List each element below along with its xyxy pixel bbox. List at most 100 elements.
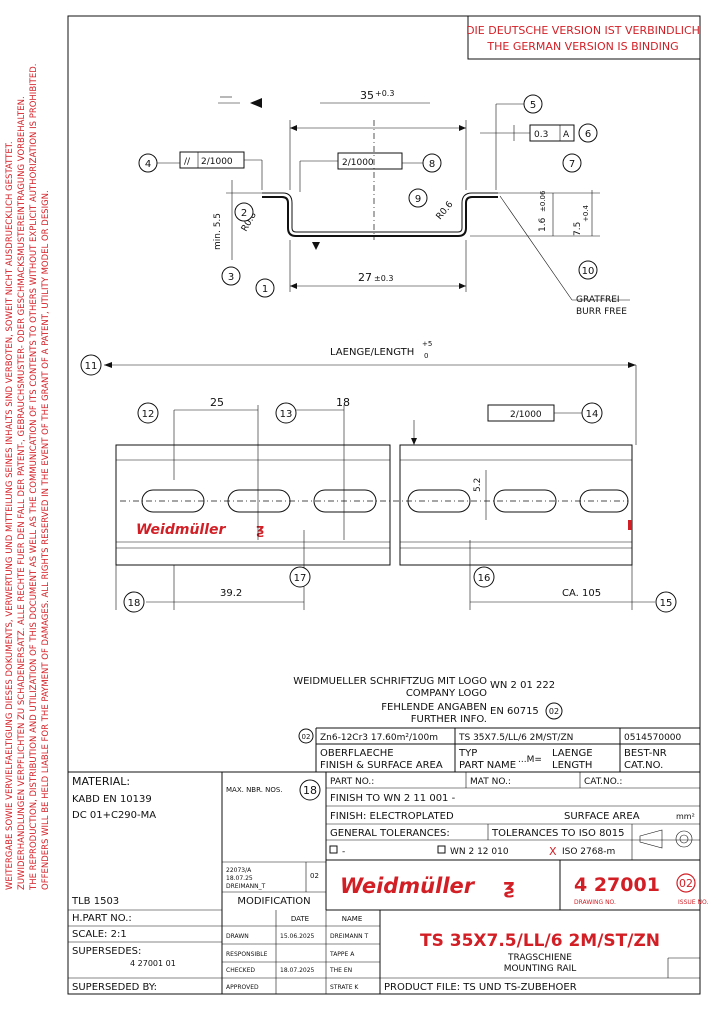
- length-label: LAENGE/LENGTH: [330, 347, 414, 358]
- datum-ref: A: [563, 130, 570, 140]
- drawing-number: 4 27001: [574, 874, 660, 896]
- rail-flatness: 2/1000: [510, 410, 542, 420]
- dim-height-tol: +0.4: [582, 204, 590, 222]
- date-header: DATE: [291, 915, 309, 923]
- logo-note-line1: WEIDMUELLER SCHRIFTZUG MIT LOGO: [293, 676, 487, 687]
- callout-17: 17: [294, 573, 307, 584]
- straightness-value: 2/1000: [342, 158, 374, 168]
- tol-option-2: WN 2 12 010: [450, 847, 509, 857]
- callout-7: 7: [569, 159, 575, 170]
- modification-label: MODIFICATION: [237, 896, 310, 907]
- dim-flange-tol: ±0.06: [539, 190, 547, 212]
- finish-to: FINISH TO WN 2 11 001 -: [330, 793, 456, 804]
- hdr-finish-de: OBERFLAECHE: [320, 748, 394, 759]
- responsible-label: RESPONSIBLE: [226, 951, 268, 958]
- supersedes-value: 4 27001 01: [130, 959, 176, 968]
- callout-4: 4: [145, 159, 151, 170]
- callout-11: 11: [85, 361, 98, 372]
- tol-option-1: -: [342, 847, 345, 857]
- length-tol: +5: [422, 340, 432, 348]
- hdr-cat-de: BEST-NR: [624, 748, 667, 759]
- dim-inner-tol: ±0.3: [374, 274, 393, 283]
- material-label: MATERIAL:: [72, 775, 130, 788]
- part-no-label: PART NO.:: [330, 777, 374, 787]
- checked-date: 18.07.2025: [280, 967, 315, 974]
- drawn-label: DRAWN: [226, 933, 249, 940]
- hdr-type-de: TYP: [458, 748, 477, 759]
- part-table-catno: 0514570000: [624, 733, 682, 743]
- burr-label-de: GRATFREI: [576, 295, 620, 305]
- dim-slot-length: 18: [336, 396, 350, 409]
- length-tol-low: 0: [424, 352, 428, 360]
- dim-width: 35: [360, 89, 374, 102]
- dim-right-offset: CA. 105: [562, 588, 601, 599]
- material-1: KABD EN 10139: [72, 794, 152, 805]
- dim-min-width: min. 5.5: [213, 213, 223, 250]
- callout-15: 15: [660, 598, 673, 609]
- dim-width-tol: +0.3: [375, 89, 394, 98]
- tolerance-value: 0.3: [534, 130, 548, 140]
- issue-label: ISSUE NO.: [678, 899, 708, 906]
- dim-height: 7.5: [573, 222, 583, 236]
- approved-label: APPROVED: [226, 984, 259, 991]
- logo-note-line2: COMPANY LOGO: [406, 688, 487, 699]
- name-header: NAME: [342, 915, 363, 923]
- dim-pitch: 25: [210, 396, 224, 409]
- rail-logo: Weidmüller: [136, 522, 227, 538]
- profile-outline: [262, 196, 498, 237]
- logo-note-ref: WN 2 01 222: [490, 680, 555, 691]
- svg-text:ƺ: ƺ: [256, 522, 264, 538]
- drawing-frame: [67, 15, 701, 995]
- dim-flange: 1.6: [538, 217, 548, 232]
- approved-name: STRATE K: [330, 984, 359, 991]
- hdr-type-en: PART NAME: [459, 760, 516, 771]
- callout-8: 8: [429, 159, 435, 170]
- svg-text:X: X: [549, 845, 557, 858]
- mat-no-label: MAT NO.:: [470, 777, 511, 787]
- part-table: 02 Zn6-12Cr3 17.60m²/100m TS 35X7.5/LL/6…: [298, 727, 700, 773]
- drawing-title: TS 35X7.5/LL/6 2M/ST/ZN: [420, 931, 660, 951]
- hdr-length-en: LENGTH: [552, 760, 592, 771]
- binding-notice-en: THE GERMAN VERSION IS BINDING: [486, 40, 678, 53]
- title-logo: Weidmüller: [340, 874, 476, 898]
- hdr-length-de: LAENGE: [552, 748, 593, 759]
- profile-section-view: 35 +0.3 2 7 ±0.3 min. 5.5 1.6 ±0.06 7.5 +…: [138, 89, 630, 317]
- mod-date: 18.07.25: [226, 875, 253, 882]
- callout-18: 18: [128, 598, 141, 609]
- dim-slot-width: 5.2: [473, 478, 483, 492]
- logo-note-line3: FEHLENDE ANGABEN: [381, 702, 487, 713]
- product-file: PRODUCT FILE: TS UND TS-ZUBEHOER: [384, 982, 577, 993]
- general-tol: GENERAL TOLERANCES:: [330, 828, 450, 839]
- hdr-dots: ...M=: [518, 755, 542, 765]
- callout-13: 13: [280, 409, 293, 420]
- tol-option-3: ISO 2768-m: [562, 847, 615, 857]
- title-block: MATERIAL: KABD EN 10139 DC 01+C290-MA MA…: [68, 771, 708, 994]
- logo-note-ref2: EN 60715: [490, 706, 539, 717]
- callout-16: 16: [478, 573, 491, 584]
- callout-14: 14: [586, 409, 599, 420]
- legal-notice-line4: OFFENDERS WILL BE HELD LIABLE FOR THE PA…: [41, 190, 51, 890]
- svg-text:ƺ: ƺ: [503, 874, 515, 898]
- callout-bubbles: 1 2 3 4 5 6 7 8 9 10: [138, 94, 598, 298]
- legal-notice: WEITERGABE SOWIE VERVIELFAELTIGUNG DIESE…: [5, 64, 51, 891]
- subtitle-en: MOUNTING RAIL: [504, 964, 577, 974]
- hpart-label: H.PART NO.:: [72, 913, 132, 924]
- mod-code: 22073/A: [226, 867, 252, 874]
- drawn-date: 15.06.2025: [280, 933, 315, 940]
- logo-note-line4: FURTHER INFO.: [411, 714, 487, 725]
- surface-unit: mm²: [676, 812, 695, 821]
- callout-10: 10: [582, 266, 595, 277]
- callout-2: 2: [241, 208, 247, 219]
- mod-rev: 02: [310, 872, 319, 880]
- surface-area: SURFACE AREA: [564, 811, 640, 822]
- callout-6: 6: [585, 129, 591, 140]
- radius-inner: R0.6: [435, 200, 456, 222]
- max-nbr-label: MAX. NBR. NOS.: [226, 786, 283, 794]
- max-nbr-bubble: 18: [303, 784, 317, 797]
- rail-length-view: LAENGE/LENGTH +5 0 Weidmüller ƺ 25 18: [80, 340, 677, 613]
- subtitle-de: TRAGSCHIENE: [507, 953, 572, 963]
- material-2: DC 01+C290-MA: [72, 810, 156, 821]
- callout-1: 1: [262, 284, 268, 295]
- dim-left-offset: 39.2: [220, 588, 242, 599]
- binding-notice: DIE DEUTSCHE VERSION IST VERBINDLICH THE…: [466, 15, 701, 60]
